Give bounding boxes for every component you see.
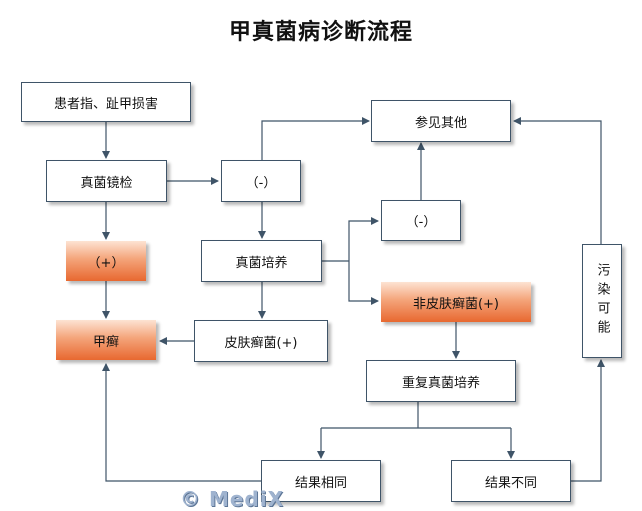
node-result-same: 结果相同 (261, 460, 381, 502)
edge-branch-negative2 (348, 217, 379, 261)
node-patient: 患者指、趾甲损害 (21, 82, 191, 122)
node-culture: 真菌培养 (201, 240, 322, 282)
node-result-different: 结果不同 (451, 460, 571, 502)
medix-watermark: © MediX (180, 487, 285, 511)
node-contamination: 污染可能 (582, 244, 622, 358)
edge-branch-nondermatophyte (348, 261, 379, 305)
diagram-title: 甲真菌病诊断流程 (228, 20, 413, 45)
node-repeat-culture: 重复真菌培养 (366, 360, 516, 402)
edge-contamination-seeother (513, 117, 602, 244)
node-negative-2: （-） (381, 200, 461, 241)
node-dermatophyte-positive: 皮肤癣菌(+) (194, 320, 328, 362)
edge-diff-contamination (571, 359, 605, 482)
edge-negative1-seeother (261, 117, 370, 160)
node-non-dermatophyte-positive: 非皮肤癣菌(+) (381, 282, 531, 322)
node-positive: （+） (66, 241, 146, 281)
node-see-other: 参见其他 (371, 100, 511, 142)
edge-same-onychomycosis (102, 363, 261, 482)
node-negative-1: （-） (221, 160, 301, 202)
node-microscopy: 真菌镜检 (46, 160, 167, 202)
node-onychomycosis: 甲癣 (56, 320, 156, 360)
